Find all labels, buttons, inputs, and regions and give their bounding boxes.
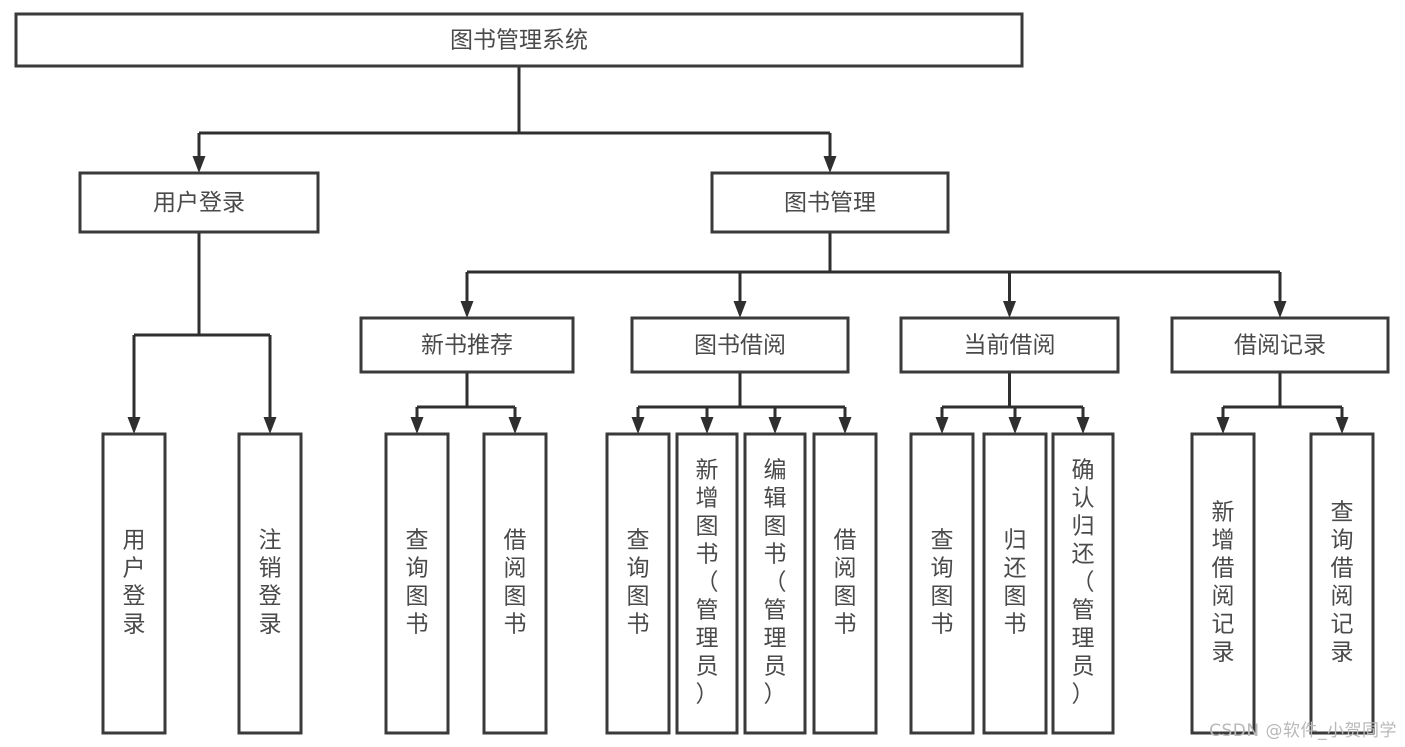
- arrow-head-borrow-branch-1: [700, 417, 714, 434]
- root-node-0[interactable]: 图书管理系统: [14, 12, 1024, 68]
- level2-node-0[interactable]: 用户登录: [78, 171, 320, 234]
- level3-node-label: 当前借阅: [964, 333, 1056, 359]
- leaf-node-12[interactable]: 查询借阅记录: [1309, 432, 1375, 735]
- leaf-node-label: 借阅图书: [834, 528, 857, 638]
- leaf-node-4[interactable]: 查询图书: [605, 432, 671, 735]
- level2-node-rect: [710, 171, 950, 234]
- arrow-head-newbook-branch-1: [508, 417, 522, 434]
- arrow-head-books-branch-3: [1273, 301, 1287, 318]
- level2-node-rect: [78, 171, 320, 234]
- arrow-head-current-branch-1: [1008, 417, 1022, 434]
- leaf-node-rect: [982, 432, 1048, 735]
- arrow-head-books-branch-1: [733, 301, 747, 318]
- leaf-node-2[interactable]: 查询图书: [384, 432, 450, 735]
- level3-node-label: 借阅记录: [1234, 333, 1326, 359]
- leaf-node-5[interactable]: 新增图书（管理员）: [675, 432, 739, 735]
- leaf-node-10[interactable]: 确认归还（管理员）: [1051, 432, 1115, 735]
- arrow-head-books-branch-0: [460, 301, 474, 318]
- leaf-node-rect: [675, 432, 739, 735]
- leaf-node-label: 查询借阅记录: [1331, 500, 1354, 666]
- leaf-node-label: 查询图书: [627, 528, 650, 638]
- arrow-head-newbook-branch-0: [410, 417, 424, 434]
- arrow-head-login-branch-0: [127, 417, 141, 434]
- leaf-node-8[interactable]: 查询图书: [909, 432, 975, 735]
- arrow-head-borrow-branch-2: [768, 417, 782, 434]
- leaf-node-7[interactable]: 借阅图书: [812, 432, 878, 735]
- level2-node-1[interactable]: 图书管理: [710, 171, 950, 234]
- leaf-node-rect: [743, 432, 807, 735]
- leaf-node-rect: [482, 432, 548, 735]
- leaf-node-9[interactable]: 归还图书: [982, 432, 1048, 735]
- leaf-node-label: 编辑图书（管理员）: [764, 458, 787, 708]
- leaf-node-label: 查询图书: [406, 528, 429, 638]
- leaf-node-rect: [1051, 432, 1115, 735]
- level3-node-rect: [359, 316, 575, 374]
- level2-node-label: 用户登录: [153, 190, 245, 216]
- leaf-node-label: 归还图书: [1004, 528, 1027, 638]
- arrow-head-records-branch-1: [1335, 417, 1349, 434]
- leaf-node-label: 确认归还（管理员）: [1072, 458, 1095, 708]
- level3-node-rect: [1170, 316, 1390, 374]
- arrow-head-login-branch-1: [263, 417, 277, 434]
- leaf-node-rect: [384, 432, 450, 735]
- arrow-head-borrow-branch-0: [631, 417, 645, 434]
- level2-node-label: 图书管理: [784, 190, 876, 216]
- arrow-head-borrow-branch-3: [838, 417, 852, 434]
- arrow-head-current-branch-2: [1076, 417, 1090, 434]
- leaf-node-rect: [237, 432, 303, 735]
- leaf-node-rect: [812, 432, 878, 735]
- arrow-head-current-branch-0: [935, 417, 949, 434]
- leaf-node-rect: [101, 432, 167, 735]
- root-node-label: 图书管理系统: [450, 28, 588, 54]
- arrow-head-root-branch-1: [823, 156, 837, 173]
- level3-node-0[interactable]: 新书推荐: [359, 316, 575, 374]
- leaf-node-label: 注销登录: [259, 528, 282, 638]
- leaf-node-rect: [909, 432, 975, 735]
- level3-node-3[interactable]: 借阅记录: [1170, 316, 1390, 374]
- leaf-node-rect: [605, 432, 671, 735]
- leaf-node-rect: [1190, 432, 1256, 735]
- leaf-node-0[interactable]: 用户登录: [101, 432, 167, 735]
- leaf-node-label: 新增图书（管理员）: [696, 458, 719, 708]
- leaf-node-rect: [1309, 432, 1375, 735]
- connector-layer: [127, 66, 1349, 434]
- level3-node-label: 新书推荐: [421, 333, 513, 359]
- leaf-node-label: 新增借阅记录: [1212, 500, 1235, 666]
- leaf-node-6[interactable]: 编辑图书（管理员）: [743, 432, 807, 735]
- arrow-head-records-branch-0: [1216, 417, 1230, 434]
- arrow-head-books-branch-2: [1003, 301, 1016, 318]
- level3-node-label: 图书借阅: [694, 333, 786, 359]
- node-layer: 图书管理系统用户登录图书管理新书推荐图书借阅当前借阅借阅记录用户登录注销登录查询…: [14, 12, 1390, 735]
- leaf-node-1[interactable]: 注销登录: [237, 432, 303, 735]
- leaf-node-3[interactable]: 借阅图书: [482, 432, 548, 735]
- leaf-node-label: 借阅图书: [504, 528, 527, 638]
- level3-node-rect: [899, 316, 1120, 374]
- level3-node-rect: [630, 316, 850, 374]
- leaf-node-label: 查询图书: [931, 528, 954, 638]
- arrow-head-root-branch-0: [192, 156, 206, 173]
- root-node-rect: [14, 12, 1024, 68]
- level3-node-2[interactable]: 当前借阅: [899, 316, 1120, 374]
- leaf-node-label: 用户登录: [123, 528, 146, 638]
- level3-node-1[interactable]: 图书借阅: [630, 316, 850, 374]
- leaf-node-11[interactable]: 新增借阅记录: [1190, 432, 1256, 735]
